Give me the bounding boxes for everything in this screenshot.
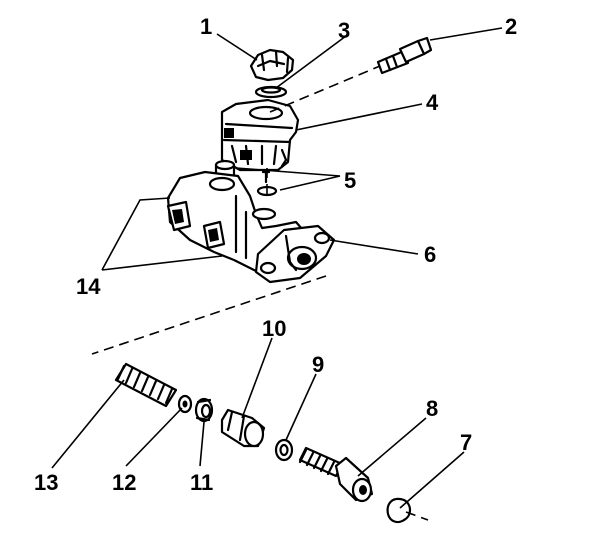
callout-5: 5 [344, 168, 356, 193]
fluid-level-sensor-icon [376, 36, 433, 75]
callout-11: 11 [190, 470, 213, 495]
leader-6 [329, 239, 419, 255]
callout-2: 2 [505, 14, 517, 39]
callout-12: 12 [112, 470, 136, 495]
leader-2 [429, 27, 503, 41]
leader-7 [399, 451, 465, 509]
leader-14b [101, 255, 223, 271]
axis-line-bore [91, 275, 327, 355]
callout-9: 9 [312, 352, 324, 377]
leader-12 [125, 407, 183, 467]
reservoir-cap-icon [249, 48, 295, 82]
callout-6: 6 [424, 242, 436, 267]
mounting-flange-icon [254, 224, 336, 284]
secondary-piston-icon [220, 408, 266, 448]
retaining-ring-icon [386, 497, 412, 524]
callout-1: 1 [200, 14, 212, 39]
leader-10 [241, 337, 273, 419]
callout-10: 10 [262, 316, 286, 341]
coil-spring-icon [114, 362, 178, 408]
leader-13 [51, 379, 125, 469]
leader-4 [295, 103, 423, 131]
callout-8: 8 [426, 396, 438, 421]
axis-line-sensor [269, 65, 381, 113]
leader-1 [216, 33, 258, 61]
callout-13: 13 [34, 470, 58, 495]
leader-3 [275, 35, 347, 89]
leader-11 [199, 421, 205, 467]
primary-seal-icon [194, 397, 214, 423]
primary-piston-icon [298, 446, 374, 503]
fluid-reservoir-icon [220, 98, 300, 172]
callout-14: 14 [76, 274, 101, 299]
callout-4: 4 [426, 90, 439, 115]
o-ring-icon [274, 438, 294, 462]
axis-line-ring [405, 511, 429, 521]
callout-3: 3 [338, 18, 350, 43]
leader-9 [285, 373, 317, 441]
cap-seal-icon [254, 85, 288, 99]
leader-5b [279, 175, 341, 191]
leader-5a [235, 167, 341, 177]
callout-7: 7 [460, 430, 472, 455]
leader-8 [357, 417, 427, 477]
leader-14a [101, 197, 171, 271]
